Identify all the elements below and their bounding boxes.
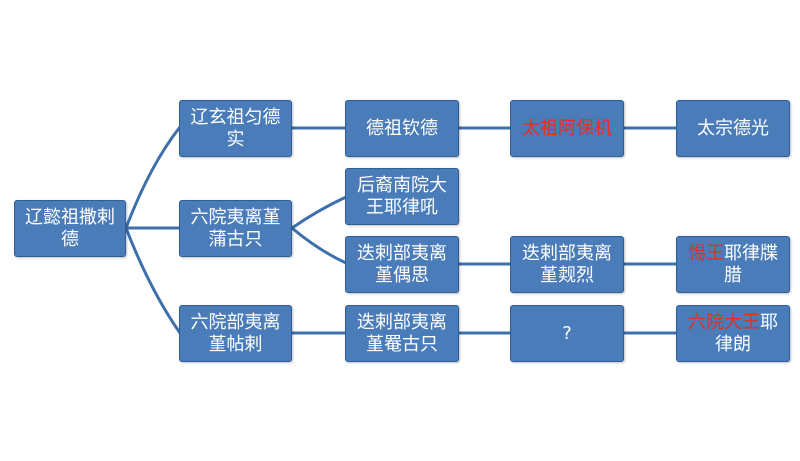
node-dieli-wang-label: 惕王耶律牒腊	[681, 243, 785, 287]
connector-root-liuyuan2	[124, 227, 182, 334]
node-diela-kuilie: 迭剌部夷离堇觌烈	[510, 236, 624, 293]
node-dezu: 德祖钦德	[345, 100, 459, 157]
node-taizong-label: 太宗德光	[697, 117, 769, 139]
node-dezu-label: 德祖钦德	[366, 117, 438, 139]
node-root-label: 辽懿祖撒剌德	[25, 206, 115, 250]
node-taizu: 太祖阿保机	[510, 100, 624, 157]
node-root: 辽懿祖撒剌德	[14, 200, 126, 257]
node-dieli-wang: 惕王耶律牒腊	[676, 236, 790, 293]
node-dielie-pei-label: 迭剌部夷离堇罨古只	[357, 311, 447, 355]
node-taizong: 太宗德光	[676, 100, 790, 157]
connector-root-xuanzu	[124, 126, 182, 229]
node-dieli-wang-suffix: 耶律牒腊	[724, 242, 778, 286]
node-liuyuan-tiela-label: 六院部夷离堇帖剌	[190, 311, 281, 355]
node-xuanzu: 辽玄祖匀德实	[179, 100, 292, 157]
node-diela-ousi-label: 迭剌部夷离堇偶思	[357, 242, 447, 286]
node-dieli-wang-prefix: 惕王	[688, 242, 724, 264]
node-unknown-label: ?	[562, 322, 572, 344]
node-liuyuan-puguzhi: 六院夷离堇蒲古只	[179, 200, 292, 257]
node-liuyuan-puguzhi-label: 六院夷离堇蒲古只	[190, 206, 281, 250]
connector-liuyuan-houyi	[291, 195, 347, 230]
node-houyi: 后裔南院大王耶律吼	[345, 168, 459, 225]
node-liuyuan-wang-suffix: 耶律朗	[715, 311, 778, 355]
node-liuyuan-wang-prefix: 六院大王	[688, 311, 760, 333]
node-dielie-pei: 迭剌部夷离堇罨古只	[345, 305, 459, 362]
node-diela-ousi: 迭剌部夷离堇偶思	[345, 236, 459, 293]
node-taizu-label: 太祖阿保机	[522, 117, 612, 139]
node-diela-kuilie-label: 迭剌部夷离堇觌烈	[522, 242, 612, 286]
node-houyi-label: 后裔南院大王耶律吼	[357, 174, 447, 218]
node-liuyuan-tiela: 六院部夷离堇帖剌	[179, 305, 292, 362]
node-liuyuan-wang-label: 六院大王耶律朗	[681, 312, 785, 356]
node-liuyuan-wang: 六院大王耶律朗	[676, 305, 790, 362]
connector-liuyuan-ousi	[291, 226, 347, 265]
node-unknown: ?	[510, 305, 624, 362]
node-xuanzu-label: 辽玄祖匀德实	[190, 106, 281, 150]
